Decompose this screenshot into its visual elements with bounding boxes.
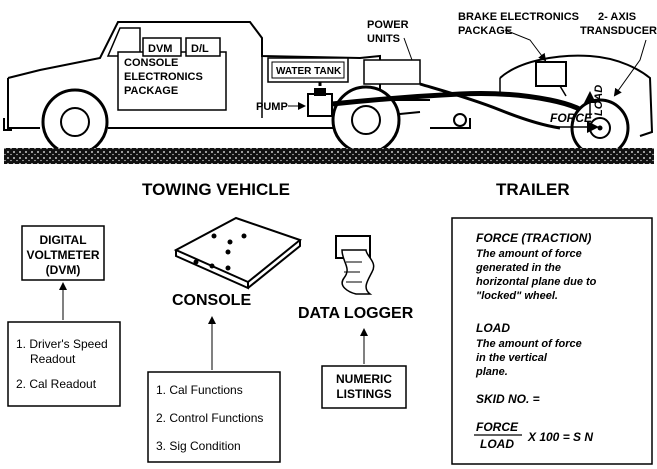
svg-text:"locked" wheel.: "locked" wheel.: [476, 290, 558, 302]
skid-number-formula: FORCE LOAD X 100 = S N: [474, 420, 593, 451]
svg-text:1. Cal Functions: 1. Cal Functions: [156, 383, 243, 397]
svg-text:CONSOLE: CONSOLE: [124, 57, 178, 69]
svg-text:ELECTRONICS: ELECTRONICS: [124, 71, 203, 83]
svg-text:(DVM): (DVM): [46, 263, 81, 277]
console-functions-box: 1. Cal Functions 2. Control Functions 3.…: [147, 371, 281, 463]
towing-vehicle-caption: TOWING VEHICLE: [142, 180, 290, 199]
svg-text:NUMERIC: NUMERIC: [336, 372, 392, 386]
power-units-box: POWER UNITS: [363, 19, 421, 85]
svg-text:FORCE: FORCE: [550, 111, 593, 125]
svg-text:The amount of force: The amount of force: [476, 338, 582, 350]
console-electronics-package: CONSOLE ELECTRONICS PACKAGE: [117, 51, 227, 111]
force-arrow: FORCE: [550, 111, 599, 133]
svg-text:UNITS: UNITS: [367, 33, 400, 45]
truck-front-wheel: [41, 88, 109, 156]
svg-text:DIGITAL: DIGITAL: [39, 233, 86, 247]
dvm-functions-box: 1. Driver's Speed Readout 2. Cal Readout: [7, 321, 121, 407]
console-illustration: [173, 216, 303, 290]
digital-voltmeter-box: DIGITAL VOLTMETER (DVM): [21, 225, 105, 281]
numeric-listings-box: NUMERIC LISTINGS: [321, 365, 407, 409]
force-definition-title: FORCE (TRACTION): [476, 231, 591, 245]
dl-box: D/L: [185, 37, 221, 57]
road-surface: [4, 148, 654, 164]
svg-text:2- AXIS: 2- AXIS: [598, 11, 636, 23]
trailer-illustration: [499, 54, 654, 137]
svg-text:BRAKE ELECTRONICS: BRAKE ELECTRONICS: [458, 11, 579, 23]
svg-text:PACKAGE: PACKAGE: [124, 85, 178, 97]
load-definition-title: LOAD: [476, 321, 510, 335]
trailer-caption: TRAILER: [496, 180, 570, 199]
load-arrow: LOAD: [584, 85, 605, 118]
console-title: CONSOLE: [172, 292, 251, 309]
svg-text:The amount of force: The amount of force: [476, 248, 582, 260]
skid-number-label: SKID NO. =: [476, 392, 540, 406]
dvm-box: DVM: [142, 37, 182, 57]
svg-text:WATER TANK: WATER TANK: [276, 66, 342, 77]
pump: PUMP: [256, 82, 333, 117]
svg-text:LOAD: LOAD: [593, 85, 605, 116]
svg-text:Readout: Readout: [30, 352, 76, 366]
svg-text:in the vertical: in the vertical: [476, 352, 548, 364]
svg-text:POWER: POWER: [367, 19, 409, 31]
water-hose: [331, 82, 594, 130]
svg-text:DVM: DVM: [148, 43, 172, 55]
svg-text:LOAD: LOAD: [480, 437, 514, 451]
transducer-label: 2- AXIS TRANSDUCER: [580, 11, 657, 97]
data-logger-title: DATA LOGGER: [298, 305, 414, 322]
svg-text:2. Cal Readout: 2. Cal Readout: [16, 377, 97, 391]
water-tank: WATER TANK: [267, 57, 349, 83]
svg-text:PACKAGE: PACKAGE: [458, 25, 512, 37]
svg-text:2. Control Functions: 2. Control Functions: [156, 411, 263, 425]
svg-text:plane.: plane.: [475, 366, 508, 378]
svg-text:1. Driver's Speed: 1. Driver's Speed: [16, 337, 108, 351]
brake-electronics-package: BRAKE ELECTRONICS PACKAGE: [458, 11, 579, 97]
svg-text:LISTINGS: LISTINGS: [336, 387, 391, 401]
svg-text:3. Sig Condition: 3. Sig Condition: [156, 439, 241, 453]
svg-text:X 100 = S N: X 100 = S N: [527, 430, 593, 444]
svg-text:FORCE: FORCE: [476, 420, 519, 434]
data-logger-illustration: [335, 235, 375, 295]
svg-text:PUMP: PUMP: [256, 101, 288, 113]
svg-text:TRANSDUCER: TRANSDUCER: [580, 25, 657, 37]
svg-text:VOLTMETER: VOLTMETER: [26, 248, 99, 262]
svg-text:D/L: D/L: [191, 43, 209, 55]
svg-text:generated in the: generated in the: [475, 262, 561, 274]
definitions-panel: FORCE (TRACTION) The amount of force gen…: [451, 217, 653, 465]
svg-text:horizontal plane due to: horizontal plane due to: [476, 276, 597, 288]
